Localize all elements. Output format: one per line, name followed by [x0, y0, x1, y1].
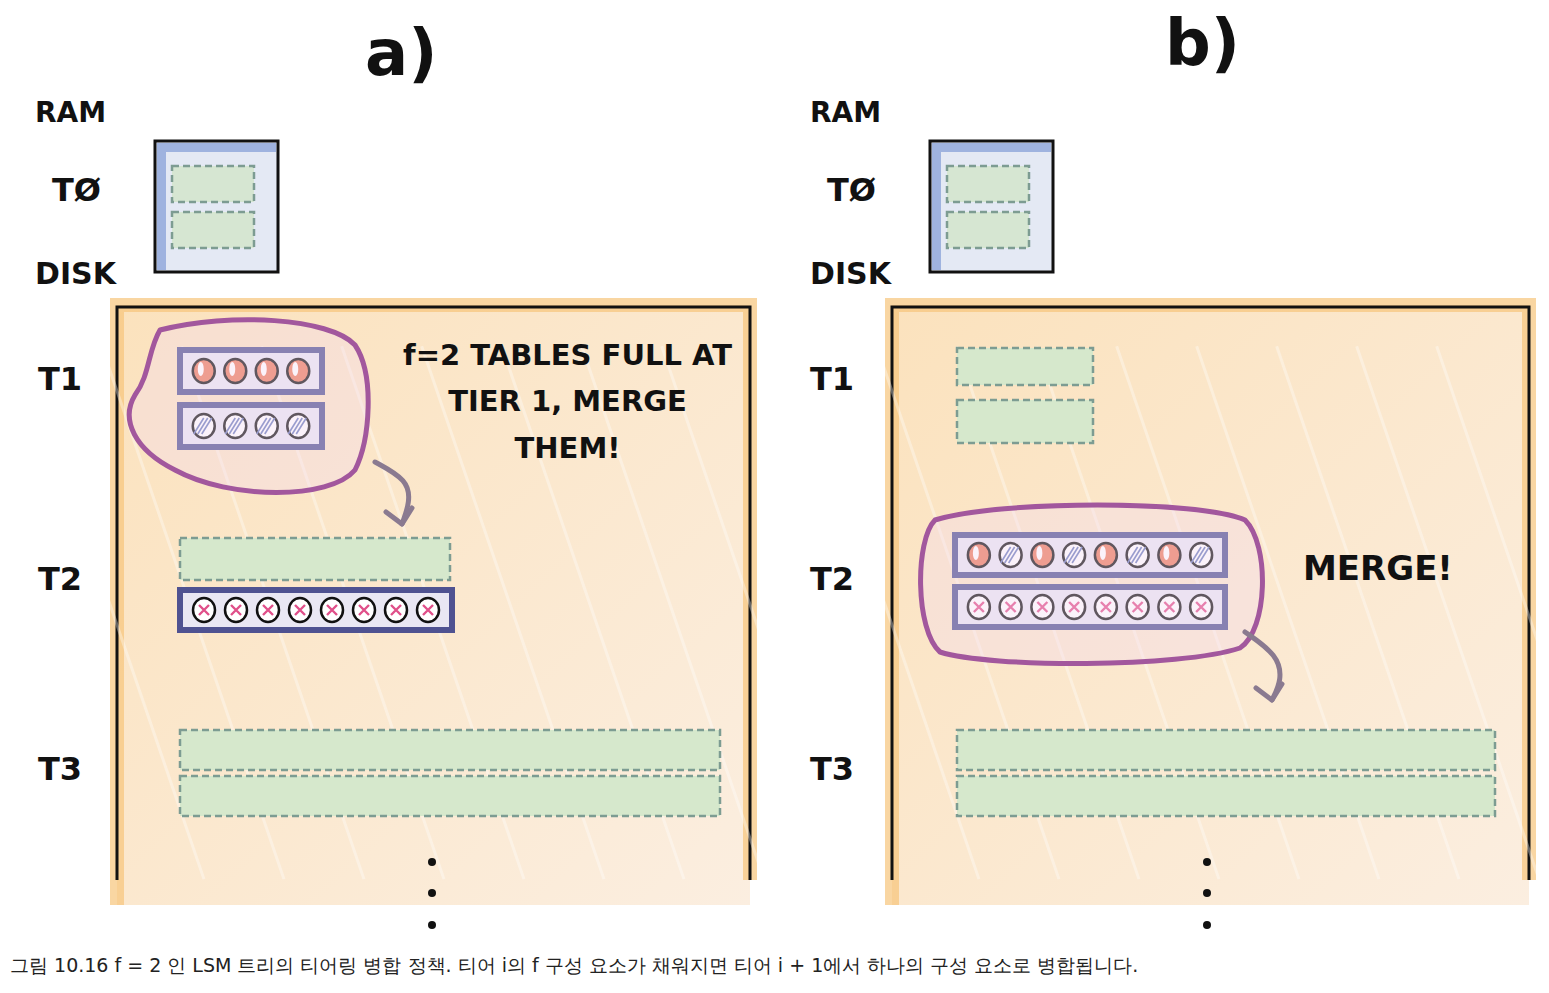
empty-slot	[180, 730, 720, 770]
key-record	[321, 598, 343, 622]
empty-slot	[957, 730, 1495, 770]
tier-name: T3	[38, 752, 82, 787]
key-record	[289, 598, 311, 622]
tier-name: T2	[38, 562, 82, 597]
disk-glow	[117, 305, 750, 905]
sstable	[180, 590, 452, 630]
key-record	[417, 598, 439, 622]
key-record	[353, 598, 375, 622]
disk-glow	[892, 305, 1529, 905]
disk-region	[117, 305, 750, 905]
key-record	[225, 598, 247, 622]
merge-note: MERGE!	[1303, 550, 1453, 587]
merge-lasso	[921, 505, 1263, 664]
ram-shade	[157, 143, 276, 270]
ellipsis-dot	[428, 921, 436, 929]
panels	[0, 141, 1549, 929]
panel-letter: b)	[1165, 8, 1240, 78]
key-record	[257, 598, 279, 622]
ram-box	[930, 141, 1053, 272]
ellipsis-dot	[428, 889, 436, 897]
area-name: RAM	[810, 98, 881, 129]
empty-slot	[957, 400, 1093, 443]
empty-slot	[947, 166, 1029, 202]
key-record	[385, 598, 407, 622]
tier-name: T2	[810, 562, 854, 597]
empty-slot	[957, 776, 1495, 816]
tier-name: T1	[38, 362, 82, 397]
arrow-head	[1256, 684, 1282, 700]
tier-name: DISK	[810, 257, 891, 290]
ellipsis-dot	[1203, 921, 1211, 929]
key-record	[193, 598, 215, 622]
empty-slot	[947, 212, 1029, 248]
disk-border	[892, 307, 1529, 880]
empty-slot	[172, 212, 254, 248]
empty-slot	[180, 776, 720, 816]
tier-name: TØ	[827, 173, 876, 208]
ram-box	[155, 141, 278, 272]
merge-note: f=2 TABLES FULL AT TIER 1, MERGE THEM!	[395, 332, 740, 471]
panel-letter: a)	[365, 18, 437, 88]
tier-name: T1	[810, 362, 854, 397]
empty-slot	[180, 538, 450, 580]
ram-shade	[932, 143, 1051, 270]
memory-tier: TØ	[815, 140, 1055, 275]
ellipsis-dot	[1203, 858, 1211, 866]
lsm-panel	[742, 141, 1549, 929]
figure-caption: 그림 10.16 f = 2 인 LSM 트리의 티어링 병합 정책. 티어 i…	[10, 955, 1138, 976]
lsm-panel	[0, 141, 898, 929]
memory-tier: TØ	[40, 140, 280, 275]
empty-slot	[957, 348, 1093, 385]
tier-name: DISK	[35, 257, 116, 290]
arrow-head	[386, 508, 412, 524]
area-name: RAM	[35, 98, 106, 129]
tier-name: TØ	[52, 173, 101, 208]
ellipsis-dot	[428, 858, 436, 866]
disk-region	[892, 305, 1529, 905]
tier-name: T3	[810, 752, 854, 787]
merge-lasso	[129, 320, 368, 493]
empty-slot	[172, 166, 254, 202]
disk-border	[117, 307, 750, 880]
ellipsis-dot	[1203, 889, 1211, 897]
